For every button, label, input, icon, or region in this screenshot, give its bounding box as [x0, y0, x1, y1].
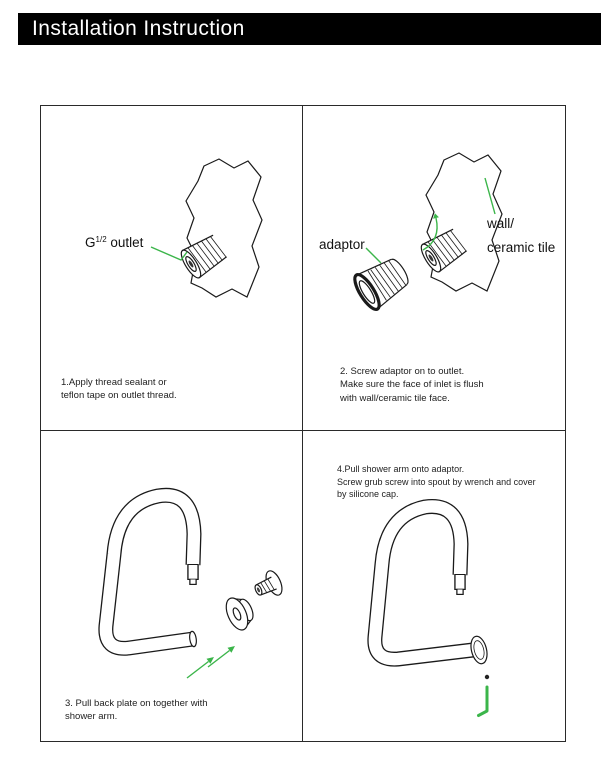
- mounted-shower-arm-drawing: [367, 498, 474, 667]
- step-2-panel: adaptor wall/ ceramic tile 2. Screw adap…: [303, 106, 566, 431]
- caption-step-4: 4.Pull shower arm onto adaptor. Screw gr…: [337, 464, 536, 500]
- pointer-line-wall: [484, 177, 496, 215]
- step-4-panel: 4.Pull shower arm onto adaptor. Screw gr…: [303, 431, 566, 742]
- pointer-line-g-outlet: [150, 246, 188, 261]
- grub-screw-dot: [484, 674, 490, 680]
- label-g-outlet: G1/2 outlet: [85, 235, 143, 250]
- back-plate-drawing: [225, 597, 254, 631]
- step-3-panel: 3. Pull back plate on together with show…: [41, 431, 303, 742]
- shower-arm-drawing: [98, 487, 202, 656]
- wall-adaptor-drawing: [254, 570, 283, 596]
- page-title: Installation Instruction: [32, 17, 245, 40]
- title-bar: Installation Instruction: [18, 13, 601, 45]
- label-outlet: outlet: [106, 235, 144, 250]
- caption-step-1: 1.Apply thread sealant or teflon tape on…: [61, 377, 177, 402]
- rotation-arrow-icon: [422, 213, 439, 251]
- adaptor-drawing: [353, 258, 409, 311]
- step-2-illustration: [353, 152, 503, 311]
- step-1-illustration: [150, 158, 263, 298]
- allen-key-icon: [477, 685, 489, 717]
- wall-flange-drawing: [470, 635, 488, 665]
- step-4-illustration: [367, 498, 490, 717]
- caption-step-3: 3. Pull back plate on together with show…: [65, 698, 208, 723]
- step-1-panel: G1/2 outlet 1.Apply thread sealant or te…: [41, 106, 303, 431]
- label-g: G: [85, 235, 96, 250]
- label-half-fraction: 1/2: [95, 235, 107, 244]
- instruction-grid: G1/2 outlet 1.Apply thread sealant or te…: [40, 105, 566, 742]
- label-wall-ceramic-tile: wall/ ceramic tile: [487, 216, 556, 256]
- label-adaptor: adaptor: [319, 237, 365, 252]
- pointer-line-adaptor: [365, 247, 382, 264]
- step-3-illustration: [98, 487, 283, 679]
- caption-step-2: 2. Screw adaptor on to outlet. Make sure…: [340, 366, 484, 404]
- motion-arrows: [186, 646, 235, 679]
